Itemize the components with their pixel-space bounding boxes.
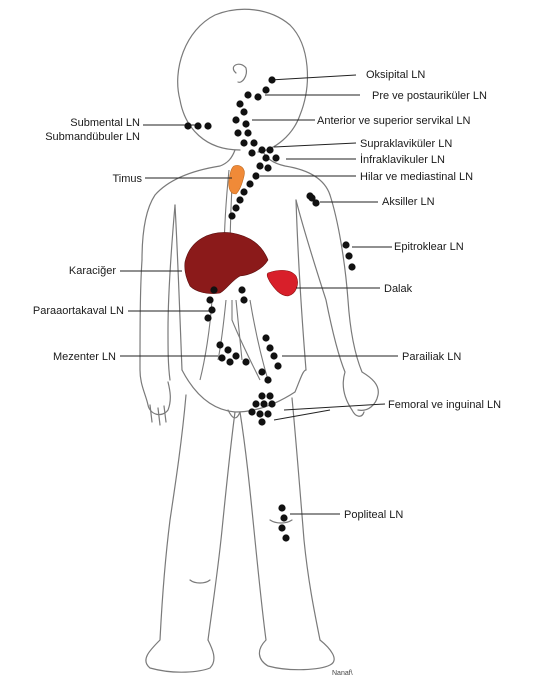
lymph-node-dot bbox=[250, 139, 257, 146]
lymph-node-dot bbox=[232, 352, 239, 359]
lymph-node-dot bbox=[242, 120, 249, 127]
label-hilar-mediastinal: Hilar ve mediastinal LN bbox=[360, 171, 473, 183]
lymph-node-dot bbox=[258, 392, 265, 399]
lymph-node-dot bbox=[264, 410, 271, 417]
lymph-node-dot bbox=[204, 122, 211, 129]
lymph-node-dot bbox=[308, 194, 315, 201]
lymph-node-dot bbox=[228, 212, 235, 219]
lymph-node-dot bbox=[264, 376, 271, 383]
label-femoral-inguinal: Femoral ve inguinal LN bbox=[388, 399, 501, 411]
lymph-node-dot bbox=[216, 341, 223, 348]
lymph-node-dot bbox=[268, 76, 275, 83]
leader-lines bbox=[120, 75, 398, 514]
lymph-node-dot bbox=[246, 180, 253, 187]
inguinal-nodes bbox=[248, 392, 275, 425]
submental-nodes bbox=[184, 122, 211, 129]
label-anterior-servikal: Anterior ve superior servikal LN bbox=[317, 115, 470, 127]
lymph-node-dot bbox=[270, 352, 277, 359]
label-aksiller: Aksiller LN bbox=[382, 196, 435, 208]
label-submental: Submental LN bbox=[28, 117, 140, 129]
label-submandibuler: Submandübuler LN bbox=[28, 131, 140, 143]
label-dalak: Dalak bbox=[384, 283, 412, 295]
lymph-node-dot bbox=[260, 400, 267, 407]
mesenteric-nodes bbox=[216, 341, 249, 365]
lymph-node-markers bbox=[184, 76, 355, 541]
lymph-node-dot bbox=[342, 241, 349, 248]
lymph-node-dot bbox=[262, 334, 269, 341]
lymph-node-dot bbox=[240, 139, 247, 146]
lymph-node-dot bbox=[266, 344, 273, 351]
lymph-node-dot bbox=[266, 146, 273, 153]
lymph-node-dot bbox=[194, 122, 201, 129]
lymph-node-dot bbox=[278, 504, 285, 511]
lymph-node-dot bbox=[240, 108, 247, 115]
lymph-node-dot bbox=[262, 86, 269, 93]
lymph-node-dot bbox=[242, 358, 249, 365]
lymph-node-dot bbox=[204, 314, 211, 321]
lymph-node-dot bbox=[236, 196, 243, 203]
lymph-node-dot bbox=[258, 368, 265, 375]
label-supraklavikuler: Supraklaviküler LN bbox=[360, 138, 452, 150]
label-karaciger: Karaciğer bbox=[20, 265, 116, 277]
label-parailiak: Parailiak LN bbox=[402, 351, 461, 363]
lymph-node-dot bbox=[256, 162, 263, 169]
lymph-node-dot bbox=[236, 100, 243, 107]
lymph-node-dot bbox=[244, 129, 251, 136]
lymph-node-dot bbox=[224, 346, 231, 353]
label-oksipital: Oksipital LN bbox=[366, 69, 425, 81]
lymph-node-dot bbox=[232, 204, 239, 211]
lymph-node-dot bbox=[234, 129, 241, 136]
preauricular-nodes bbox=[232, 91, 251, 123]
lymph-node-dot bbox=[210, 286, 217, 293]
lymph-node-dot bbox=[244, 91, 251, 98]
lymph-node-dot bbox=[240, 296, 247, 303]
cervical-nodes bbox=[234, 120, 257, 156]
label-mezenter: Mezenter LN bbox=[20, 351, 116, 363]
lymph-node-dot bbox=[272, 154, 279, 161]
occipital-nodes bbox=[254, 76, 275, 100]
lymph-node-dot bbox=[262, 154, 269, 161]
lymph-node-dot bbox=[266, 392, 273, 399]
label-paraaortakaval: Paraaortakaval LN bbox=[6, 305, 124, 317]
lymph-node-dot bbox=[282, 534, 289, 541]
lymph-node-dot bbox=[238, 286, 245, 293]
label-infraklavikuler: İnfraklavikuler LN bbox=[360, 154, 445, 166]
lymph-node-dot bbox=[248, 149, 255, 156]
lymph-node-dot bbox=[254, 93, 261, 100]
lymph-node-dot bbox=[248, 408, 255, 415]
lymph-node-dot bbox=[252, 400, 259, 407]
lymph-node-dot bbox=[256, 410, 263, 417]
lymph-node-dot bbox=[232, 116, 239, 123]
lymph-node-dot bbox=[348, 263, 355, 270]
lymph-node-dot bbox=[184, 122, 191, 129]
label-timus: Timus bbox=[60, 173, 142, 185]
supraclavicular-nodes bbox=[258, 146, 273, 161]
label-popliteal: Popliteal LN bbox=[344, 509, 403, 521]
lymph-node-dot bbox=[258, 146, 265, 153]
lymph-node-dot bbox=[268, 400, 275, 407]
lymph-node-dot bbox=[226, 358, 233, 365]
lymph-node-dot bbox=[345, 252, 352, 259]
lymph-node-dot bbox=[280, 514, 287, 521]
lymph-node-dot bbox=[240, 188, 247, 195]
label-epitroklear: Epitroklear LN bbox=[394, 241, 464, 253]
lymph-node-dot bbox=[206, 296, 213, 303]
lymph-node-dot bbox=[274, 362, 281, 369]
lymph-node-dot bbox=[208, 306, 215, 313]
lymph-node-dot bbox=[278, 524, 285, 531]
lymph-node-dot bbox=[264, 164, 271, 171]
lymph-node-dot bbox=[252, 172, 259, 179]
artist-signature: Nanaf\ bbox=[332, 668, 353, 680]
liver bbox=[185, 232, 268, 293]
lymph-node-dot bbox=[258, 418, 265, 425]
spleen bbox=[267, 270, 297, 296]
lymph-node-dot bbox=[218, 354, 225, 361]
label-preauriculer: Pre ve postauriküler LN bbox=[372, 90, 487, 102]
child-body-outline bbox=[140, 9, 378, 672]
axillary-nodes bbox=[306, 192, 319, 206]
